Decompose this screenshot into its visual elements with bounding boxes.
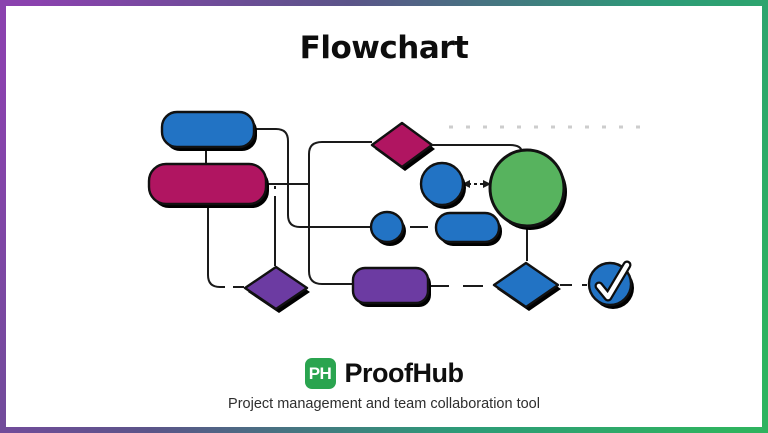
process-blue-top <box>160 110 257 151</box>
proofhub-wordmark: ProofHub <box>344 358 464 388</box>
process-blue-mid <box>434 211 502 246</box>
connector-magenta-bottom-curve <box>207 204 225 288</box>
node-green-circle <box>488 148 567 230</box>
process-magenta <box>147 162 269 208</box>
connector-magenta-diamond-to-green <box>433 144 523 154</box>
arrowhead-right <box>483 180 491 188</box>
connector-spine-to-diamond-and-purplerect <box>308 141 372 285</box>
flowchart-graphic <box>147 110 648 313</box>
decision-magenta-diamond <box>370 121 435 171</box>
proofhub-logo-icon: PH <box>304 358 336 389</box>
arrowhead-left <box>462 180 470 188</box>
decision-blue-diamond <box>492 261 561 311</box>
tagline: Project management and team collaboratio… <box>228 396 540 412</box>
node-blue-circle <box>419 161 466 209</box>
checkmark-icon <box>596 262 630 300</box>
decision-purple-diamond <box>243 265 310 313</box>
page-title: Flowchart <box>299 30 469 66</box>
process-purple <box>351 266 431 307</box>
logo-row: PH ProofHub <box>6 358 762 389</box>
node-small-blue-ellipse <box>369 210 406 246</box>
white-canvas: Flowchart PH ProofHub Project management… <box>6 6 762 427</box>
connector-bluetop-to-small-ellipse <box>254 128 370 228</box>
